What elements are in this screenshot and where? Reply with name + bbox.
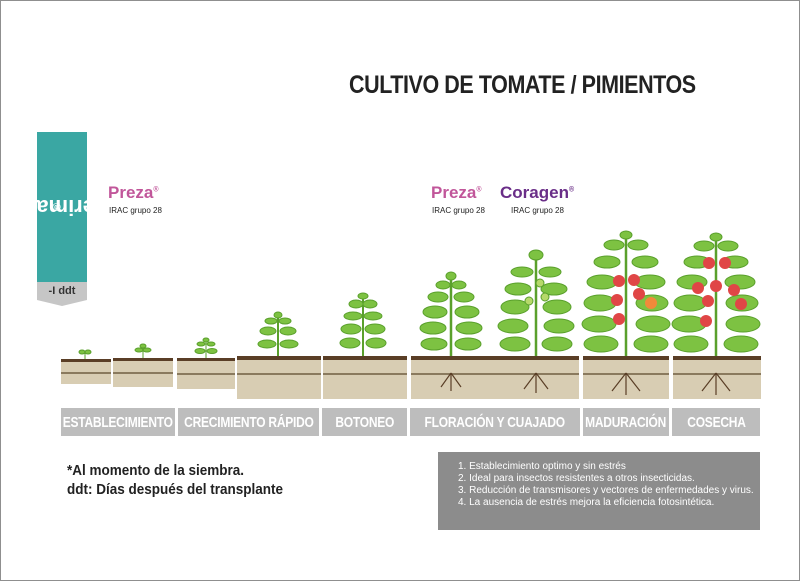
product-irac-1: IRAC grupo 28 xyxy=(109,206,162,215)
plant-young xyxy=(257,311,299,356)
plant-harvest xyxy=(671,232,761,356)
product-preza-2: Preza® xyxy=(431,183,482,202)
stage-label: BOTONEO xyxy=(335,413,394,431)
soil-block-3 xyxy=(177,358,235,389)
verimark-notch xyxy=(37,300,87,306)
soil-block-1 xyxy=(61,359,111,384)
stage-label: COSECHA xyxy=(686,413,746,431)
stage-cosecha: COSECHA xyxy=(672,408,760,436)
product-irac-3: IRAC grupo 28 xyxy=(511,206,564,215)
stage-crecimiento-rapido: CRECIMIENTO RÁPIDO xyxy=(178,408,319,436)
product-coragen: Coragen® xyxy=(500,183,575,202)
benefits-box: 1. Establecimiento optimo y sin estrés 2… xyxy=(438,452,760,530)
plant-budding xyxy=(339,292,387,356)
plant-seedling-2 xyxy=(134,343,152,358)
product-name: Coragen xyxy=(500,183,569,202)
plant-seedling-3 xyxy=(194,337,218,358)
benefit-item: 4. La ausencia de estrés mejora la efici… xyxy=(458,497,715,508)
soil-block-2 xyxy=(113,358,173,387)
footnote-ddt: ddt: Días después del transplante xyxy=(67,481,284,498)
soil-block-8 xyxy=(673,356,761,399)
footnotes: *Al momento de la siembra. ddt: Días des… xyxy=(67,461,283,499)
benefit-item: 2. Ideal para insectos resistentes a otr… xyxy=(458,473,695,484)
benefit-item: 3. Reducción de transmisores y vectores … xyxy=(458,485,754,496)
soil-block-4 xyxy=(237,356,321,399)
soil-block-6 xyxy=(411,356,579,399)
product-preza-1: Preza® xyxy=(108,183,159,202)
plant-fruit-set xyxy=(497,249,575,356)
footnote-sowing: *Al momento de la siembra. xyxy=(67,462,245,479)
soil-block-5 xyxy=(323,356,407,399)
stage-botoneo: BOTONEO xyxy=(322,408,407,436)
stage-establecimiento: ESTABLECIMIENTO xyxy=(61,408,175,436)
stage-maduracion: MADURACIÓN xyxy=(583,408,669,436)
plant-ripening xyxy=(581,230,671,356)
benefit-item: 1. Establecimiento optimo y sin estrés xyxy=(458,461,626,472)
stage-label: FLORACIÓN Y CUAJADO xyxy=(424,413,566,431)
verimark-timing: -I ddt xyxy=(37,282,87,300)
stage-label: CRECIMIENTO RÁPIDO xyxy=(183,413,314,431)
page-title: CULTIVO DE TOMATE / PIMIENTOS xyxy=(349,71,696,99)
verimark-tag xyxy=(37,132,87,282)
product-name: Preza xyxy=(108,183,154,202)
stage-label: ESTABLECIMIENTO xyxy=(63,413,173,431)
plant-seedling-1 xyxy=(78,349,92,359)
plant-flowering xyxy=(419,271,483,356)
roots xyxy=(440,372,731,395)
product-name: Preza xyxy=(431,183,477,202)
stage-floracion-cuajado: FLORACIÓN Y CUAJADO xyxy=(410,408,580,436)
stage-label: MADURACIÓN xyxy=(585,413,667,431)
product-irac-2: IRAC grupo 28 xyxy=(432,206,485,215)
